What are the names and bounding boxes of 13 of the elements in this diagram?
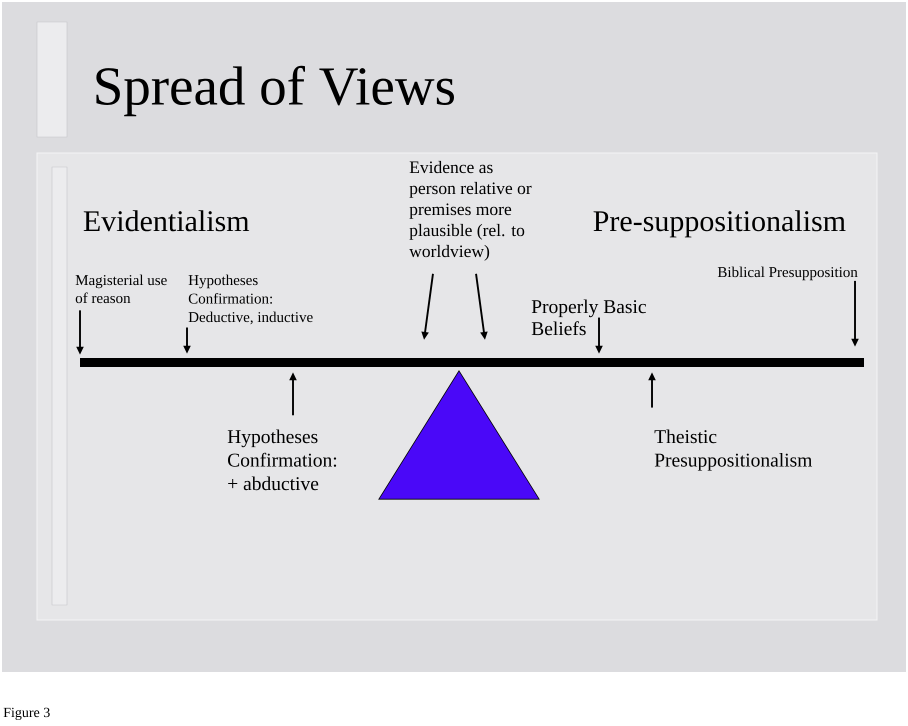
heading: Pre-suppositionalism — [594, 210, 846, 238]
annotation-label: Theistic Presuppositionalism — [654, 429, 812, 471]
annotation-label: Evidence as person relative or premises more plausible (rel. to worldview) — [409, 160, 532, 261]
annotation-label: Biblical Presupposition — [718, 266, 858, 280]
annotation-label: Properly Basic Beliefs — [532, 299, 646, 336]
figure-caption: Figure 3 — [4, 708, 50, 720]
fulcrum-triangle — [378, 370, 540, 500]
title: Spread of Views — [96, 66, 454, 116]
annotation-label: Magisterial use of reason — [76, 274, 167, 304]
annotation-label: Hypotheses Confirmation: + abductive — [228, 429, 336, 490]
annotation-label: Hypotheses Confirmation: Deductive, inductive — [188, 274, 313, 324]
balance-beam — [80, 358, 864, 367]
heading: Evidentialism — [84, 210, 250, 232]
